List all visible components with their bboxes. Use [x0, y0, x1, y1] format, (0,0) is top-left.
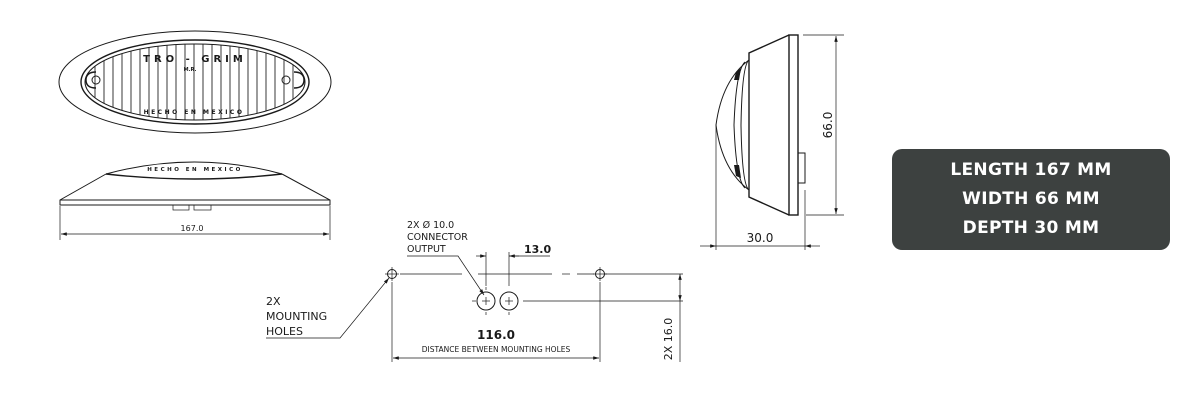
brand-text: TRO - GRIM	[143, 54, 247, 65]
mounting-leader	[266, 277, 390, 339]
connector-spacing-dimension: 13.0	[524, 243, 551, 256]
connector-stub	[797, 152, 806, 184]
hole-distance-label: DISTANCE BETWEEN MOUNTING HOLES	[422, 345, 571, 354]
hole-distance-dimension: 116.0	[477, 328, 515, 342]
spec-depth: DEPTH 30 MM	[962, 218, 1100, 238]
brand-mark: M.R.	[184, 67, 197, 73]
connector-tab-left	[172, 204, 190, 211]
mounting-note-line1: 2X	[266, 295, 281, 308]
length-dimension: 167.0	[181, 224, 204, 233]
lens-side	[715, 59, 750, 191]
top-view: TRO - GRIM M.R. HECHO EN MEXICO	[58, 30, 332, 134]
mounting-ear-left	[85, 71, 101, 89]
connector-output-left	[472, 287, 496, 315]
origin-text-front: HECHO EN MEXICO	[147, 167, 243, 173]
mounting-ear-right	[281, 71, 305, 89]
mounting-hole-right	[593, 267, 607, 281]
connector-note-line2: CONNECTOR	[407, 232, 468, 243]
spec-summary-box: LENGTH 167 MM WIDTH 66 MM DEPTH 30 MM	[892, 149, 1170, 250]
origin-text-top: HECHO EN MEXICO	[144, 109, 245, 116]
mounting-note-line3: HOLES	[266, 325, 303, 338]
side-view: 66.0 30.0	[700, 34, 844, 250]
connector-note-line1: 2X Ø 10.0	[407, 220, 454, 231]
connector-note-line3: OUTPUT	[407, 244, 446, 255]
offset-dimension: 2X 16.0	[662, 318, 675, 361]
depth-dimension: 30.0	[747, 231, 774, 245]
outer-housing-outline	[58, 30, 332, 134]
connector-leader	[407, 255, 485, 296]
connector-output-right	[499, 291, 683, 315]
mounting-hole-left	[385, 267, 399, 281]
base-flange	[788, 34, 799, 216]
spec-width: WIDTH 66 MM	[962, 189, 1100, 209]
lens-bezel-outer	[80, 39, 310, 125]
mounting-note-line2: MOUNTING	[266, 310, 327, 323]
spec-length: LENGTH 167 MM	[950, 160, 1112, 180]
mounting-view: 13.0 2X Ø 10.0 CONNECTOR OUTPUT 2X MOUNT…	[266, 220, 683, 362]
lens-bezel-inner	[84, 43, 306, 121]
height-dimension: 66.0	[821, 112, 835, 139]
lens-dome	[105, 161, 283, 175]
connector-tab-right	[193, 204, 212, 211]
front-view: HECHO EN MEXICO 167.0	[59, 161, 331, 240]
housing-side	[748, 34, 790, 216]
